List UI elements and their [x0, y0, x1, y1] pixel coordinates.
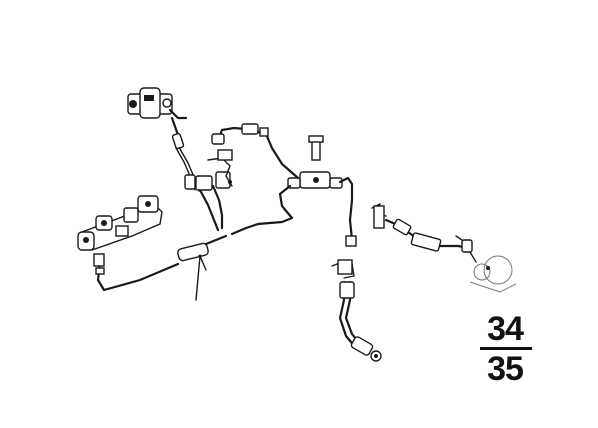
brake-hose-center-left [195, 149, 233, 232]
brake-pipe-lower-left [93, 253, 180, 292]
brake-pipe-upper-right [211, 123, 300, 180]
section-divider-rule [480, 347, 532, 350]
section-number-lower: 35 [487, 350, 524, 388]
brake-pipe-right-rear [371, 203, 517, 293]
brake-pipe-left-upper [168, 108, 200, 192]
brake-hose-right-lower [331, 259, 382, 362]
leader-lines [195, 254, 207, 301]
wheel-cylinder-left [127, 87, 173, 119]
master-cylinder [77, 195, 163, 251]
junction-t-piece [287, 135, 357, 247]
brake-pipe-main-center [177, 184, 294, 262]
section-number-upper: 34 [487, 310, 524, 348]
